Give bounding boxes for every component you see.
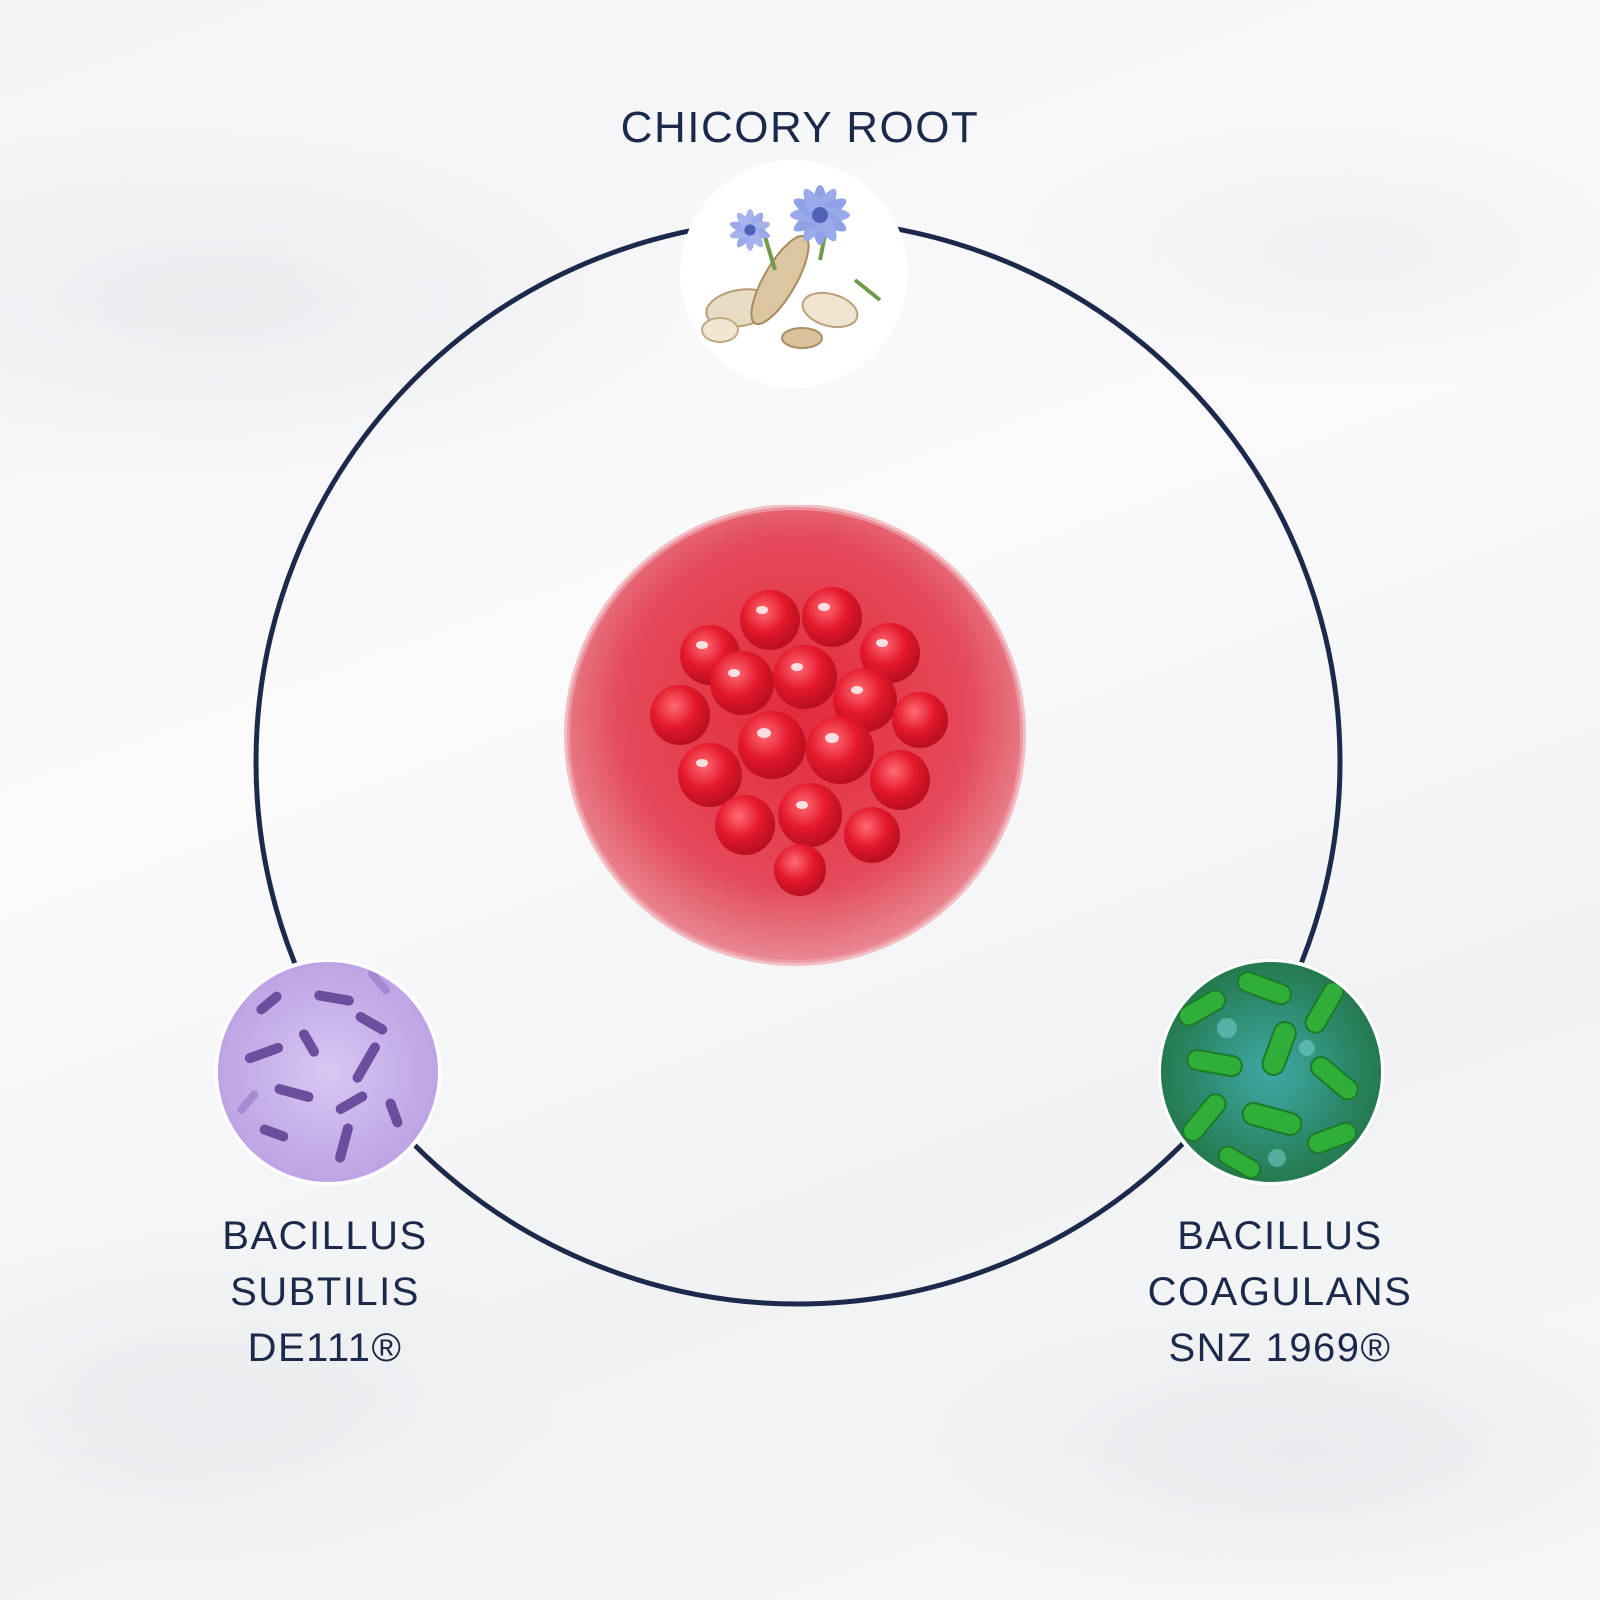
bacillus-coagulans-image <box>1157 958 1385 1186</box>
bacillus-subtilis-image <box>214 958 442 1186</box>
chicory-flowers <box>729 185 850 251</box>
coagulans-rods <box>1178 971 1359 1179</box>
subtilis-rods <box>244 990 403 1163</box>
chicory-root-image <box>680 160 908 388</box>
root-pieces <box>701 234 859 349</box>
raspberry-gummy-image <box>560 504 1030 975</box>
chicory-root-label: CHICORY ROOT <box>620 103 980 152</box>
bacillus-subtilis-label: BACILLUS SUBTILIS DE111® <box>222 1214 428 1370</box>
gummy-drupelets <box>650 587 948 896</box>
gummy-highlights <box>696 603 888 809</box>
bacillus-coagulans-label: BACILLUS COAGULANS SNZ 1969® <box>1147 1214 1413 1370</box>
